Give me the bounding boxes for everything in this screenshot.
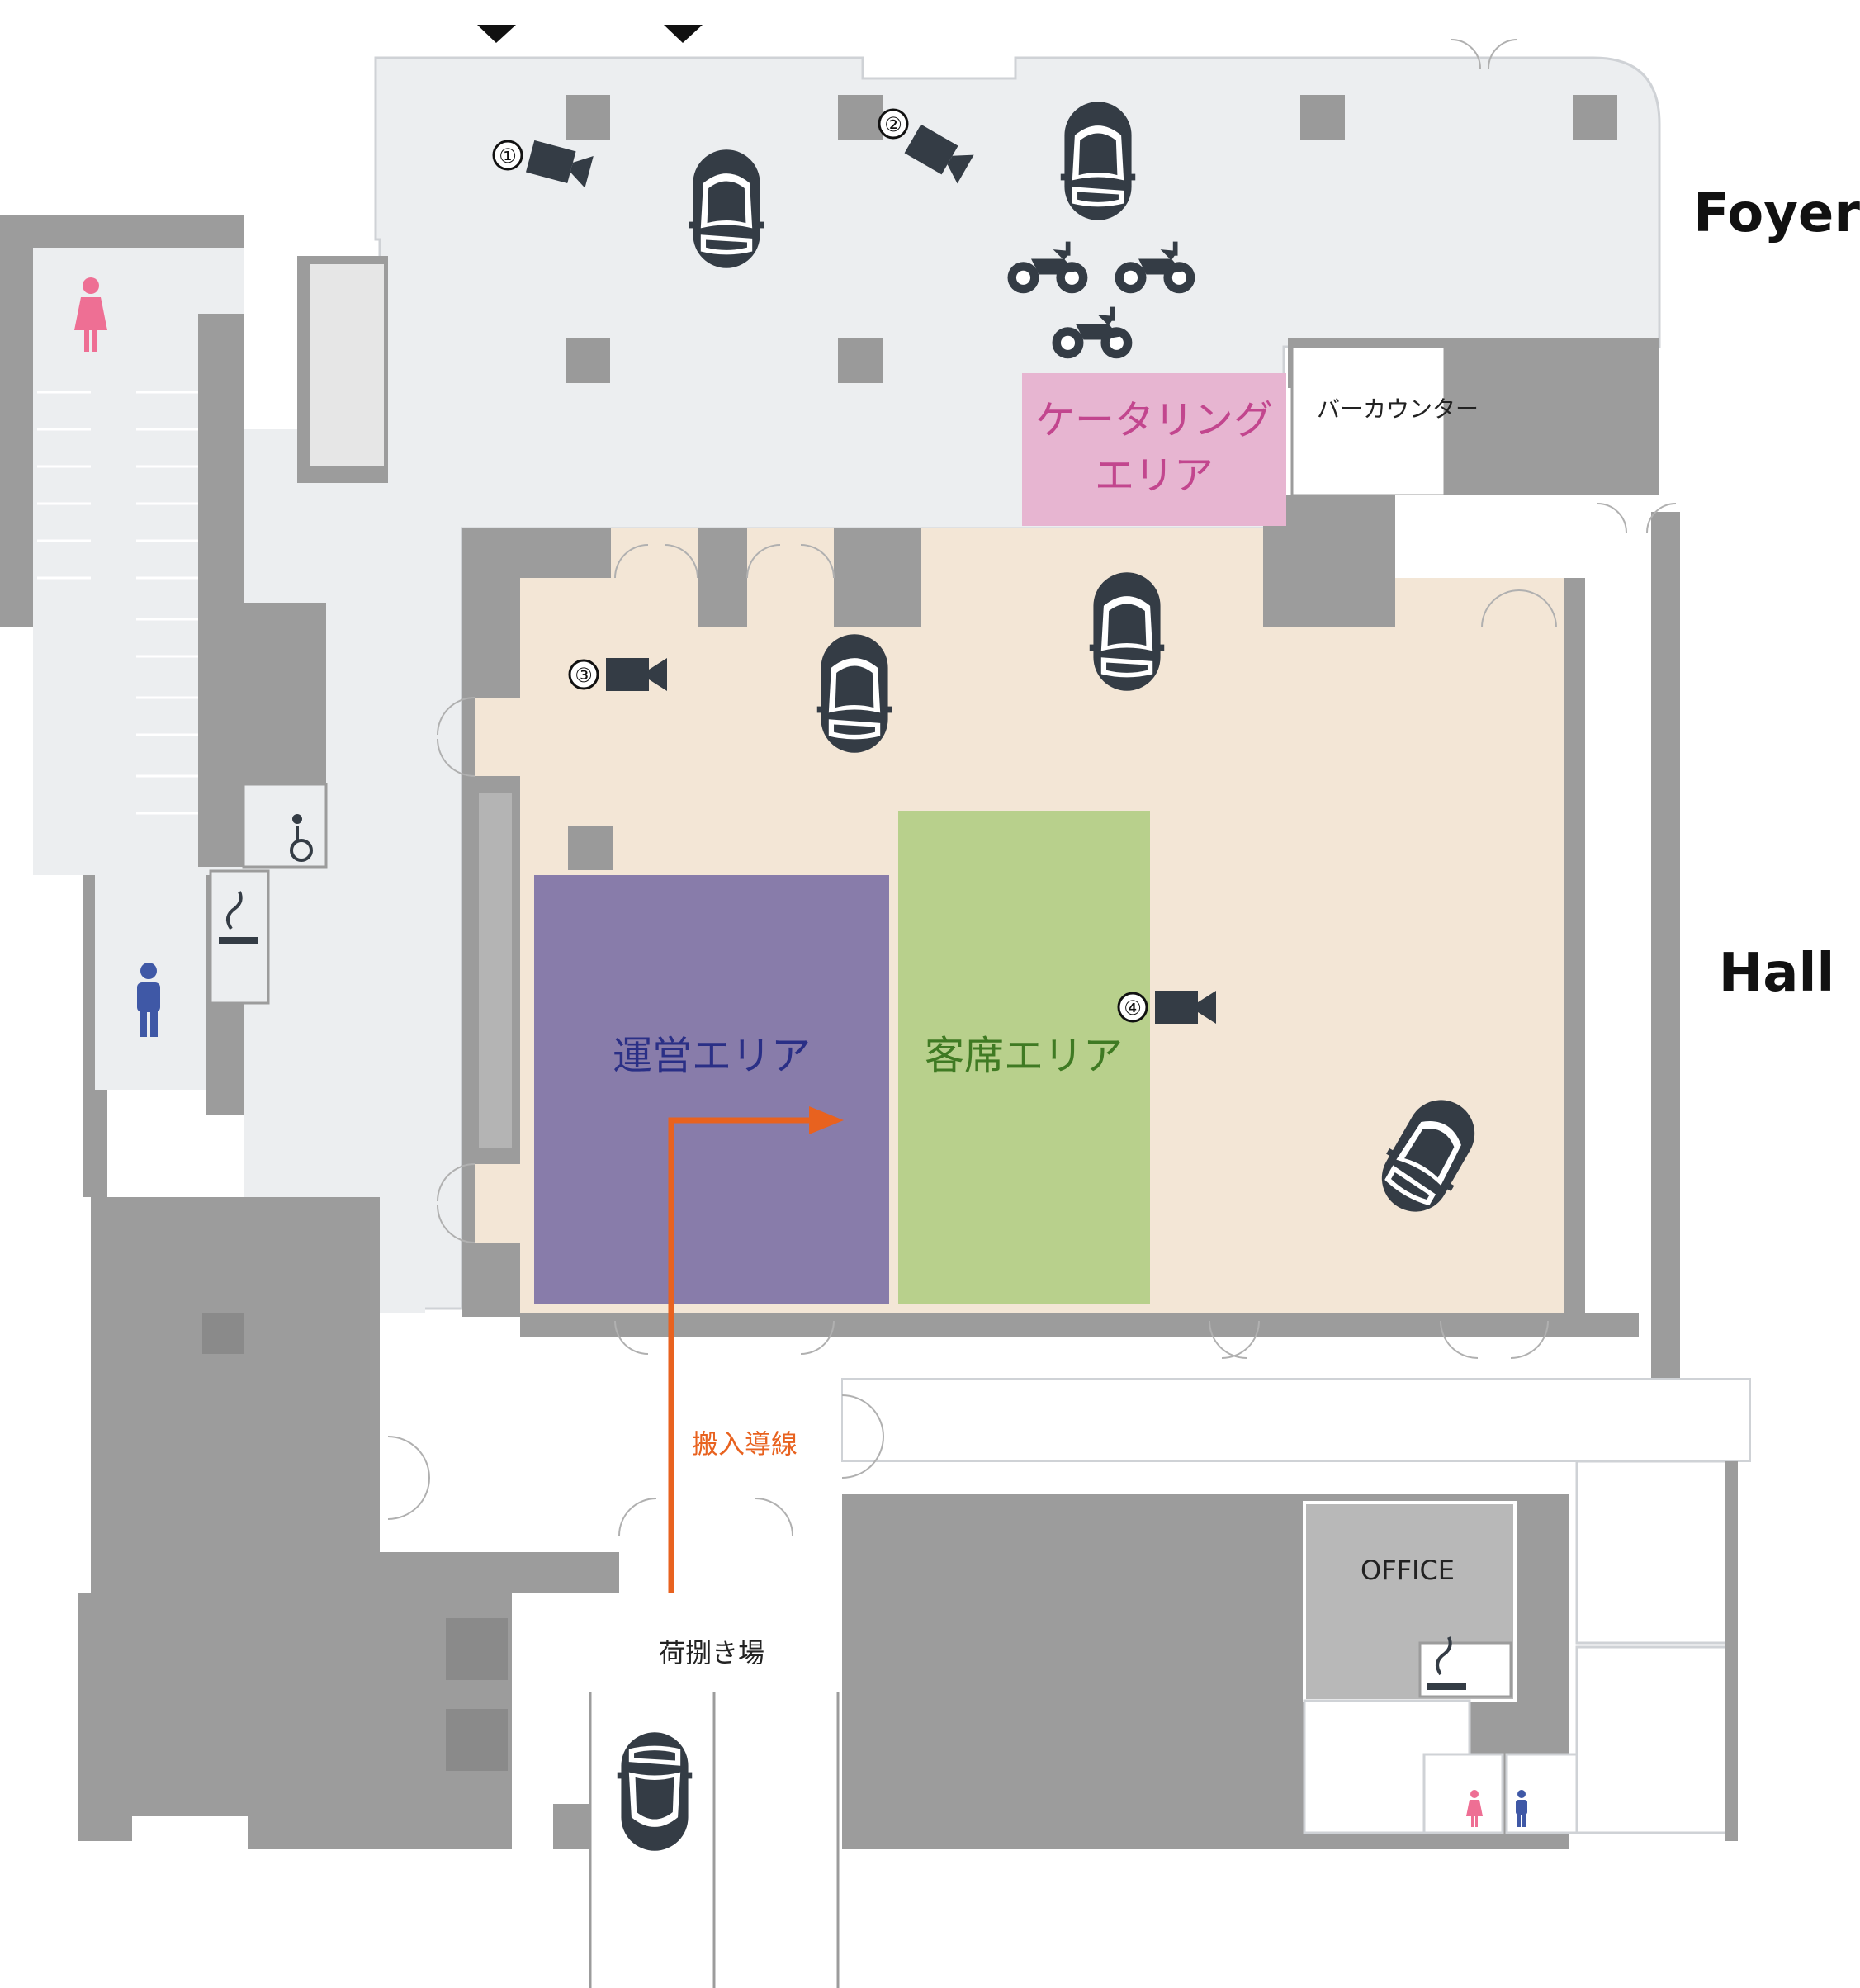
door-vestibule-1 <box>475 698 520 776</box>
loading-route-label: 搬入導線 <box>692 1428 797 1460</box>
loading-dock-area <box>512 1593 842 1692</box>
car-icon <box>689 149 764 268</box>
right-edge-wall <box>1725 1461 1738 1841</box>
camera-number-2: ② <box>878 108 909 140</box>
triangle-down-icon <box>664 25 703 43</box>
back-room-2 <box>446 1709 508 1771</box>
right-outer-wall <box>1651 512 1680 1379</box>
operations-area-label: 運営エリア <box>613 1033 811 1079</box>
restroom-divider <box>198 314 244 867</box>
small-restroom-f <box>1422 1753 1504 1834</box>
foyer-label: Foyer <box>1693 183 1860 244</box>
door-vestibule-3 <box>615 578 698 627</box>
lower-left-pillar <box>202 1313 244 1354</box>
office-label: OFFICE <box>1361 1555 1455 1586</box>
hall-bottom-wall <box>520 1313 1639 1337</box>
camera-number-4: ④ <box>1117 992 1148 1023</box>
hall-top-wall-mid <box>698 528 747 627</box>
svg-text:①: ① <box>499 144 517 168</box>
car-icon <box>1089 572 1165 691</box>
back-room-1 <box>446 1618 508 1680</box>
triangle-down-icon <box>477 25 516 43</box>
left-outer-wall <box>0 215 33 627</box>
bar-dark-block <box>1445 347 1659 495</box>
wheelchair-icon <box>290 814 313 862</box>
door-swings <box>387 39 1677 1536</box>
seating-area-label: 客席エリア <box>925 1033 1123 1079</box>
catering-area <box>1022 373 1286 526</box>
hall-top-wall-mid2 <box>834 528 921 627</box>
car-icon <box>816 634 892 753</box>
left-column-inner <box>479 793 512 1148</box>
svg-text:④: ④ <box>1124 996 1142 1020</box>
smoking-icon <box>219 891 258 944</box>
catering-label-line2: エリア <box>1095 452 1214 499</box>
camera-number-3: ③ <box>568 659 599 690</box>
accessible-room <box>242 783 328 869</box>
bottom-corridor <box>841 1378 1751 1462</box>
svg-text:②: ② <box>884 113 902 136</box>
loading-corridor <box>388 1313 842 1552</box>
door-vestibule-2 <box>475 1164 520 1242</box>
camera-number-1: ① <box>492 140 523 171</box>
right-corridor <box>1395 495 1585 578</box>
meeting-room-2 <box>1575 1645 1735 1834</box>
seating-area <box>898 811 1150 1304</box>
hall-label: Hall <box>1719 943 1835 1004</box>
svg-text:③: ③ <box>575 664 593 687</box>
car-icon <box>1060 102 1136 220</box>
operations-area <box>534 875 889 1304</box>
meeting-room-1 <box>1575 1460 1735 1645</box>
left-corridor <box>244 429 425 1313</box>
catering-label-line1: ケータリング <box>1035 397 1273 443</box>
arrow-right-icon <box>809 1106 844 1134</box>
stairs-inner <box>310 264 384 466</box>
loading-dock-label: 荷捌き場 <box>659 1637 764 1668</box>
loading-route-line <box>668 1117 813 1593</box>
door-vestibule-4 <box>747 578 834 627</box>
bar-counter-label: バーカウンター <box>1317 395 1479 423</box>
smoking-icon <box>1427 1636 1466 1690</box>
small-block <box>553 1804 590 1849</box>
lower-left-block <box>78 1197 619 1849</box>
restroom-stalls <box>37 390 198 815</box>
hall-wall-right <box>1564 578 1585 1321</box>
